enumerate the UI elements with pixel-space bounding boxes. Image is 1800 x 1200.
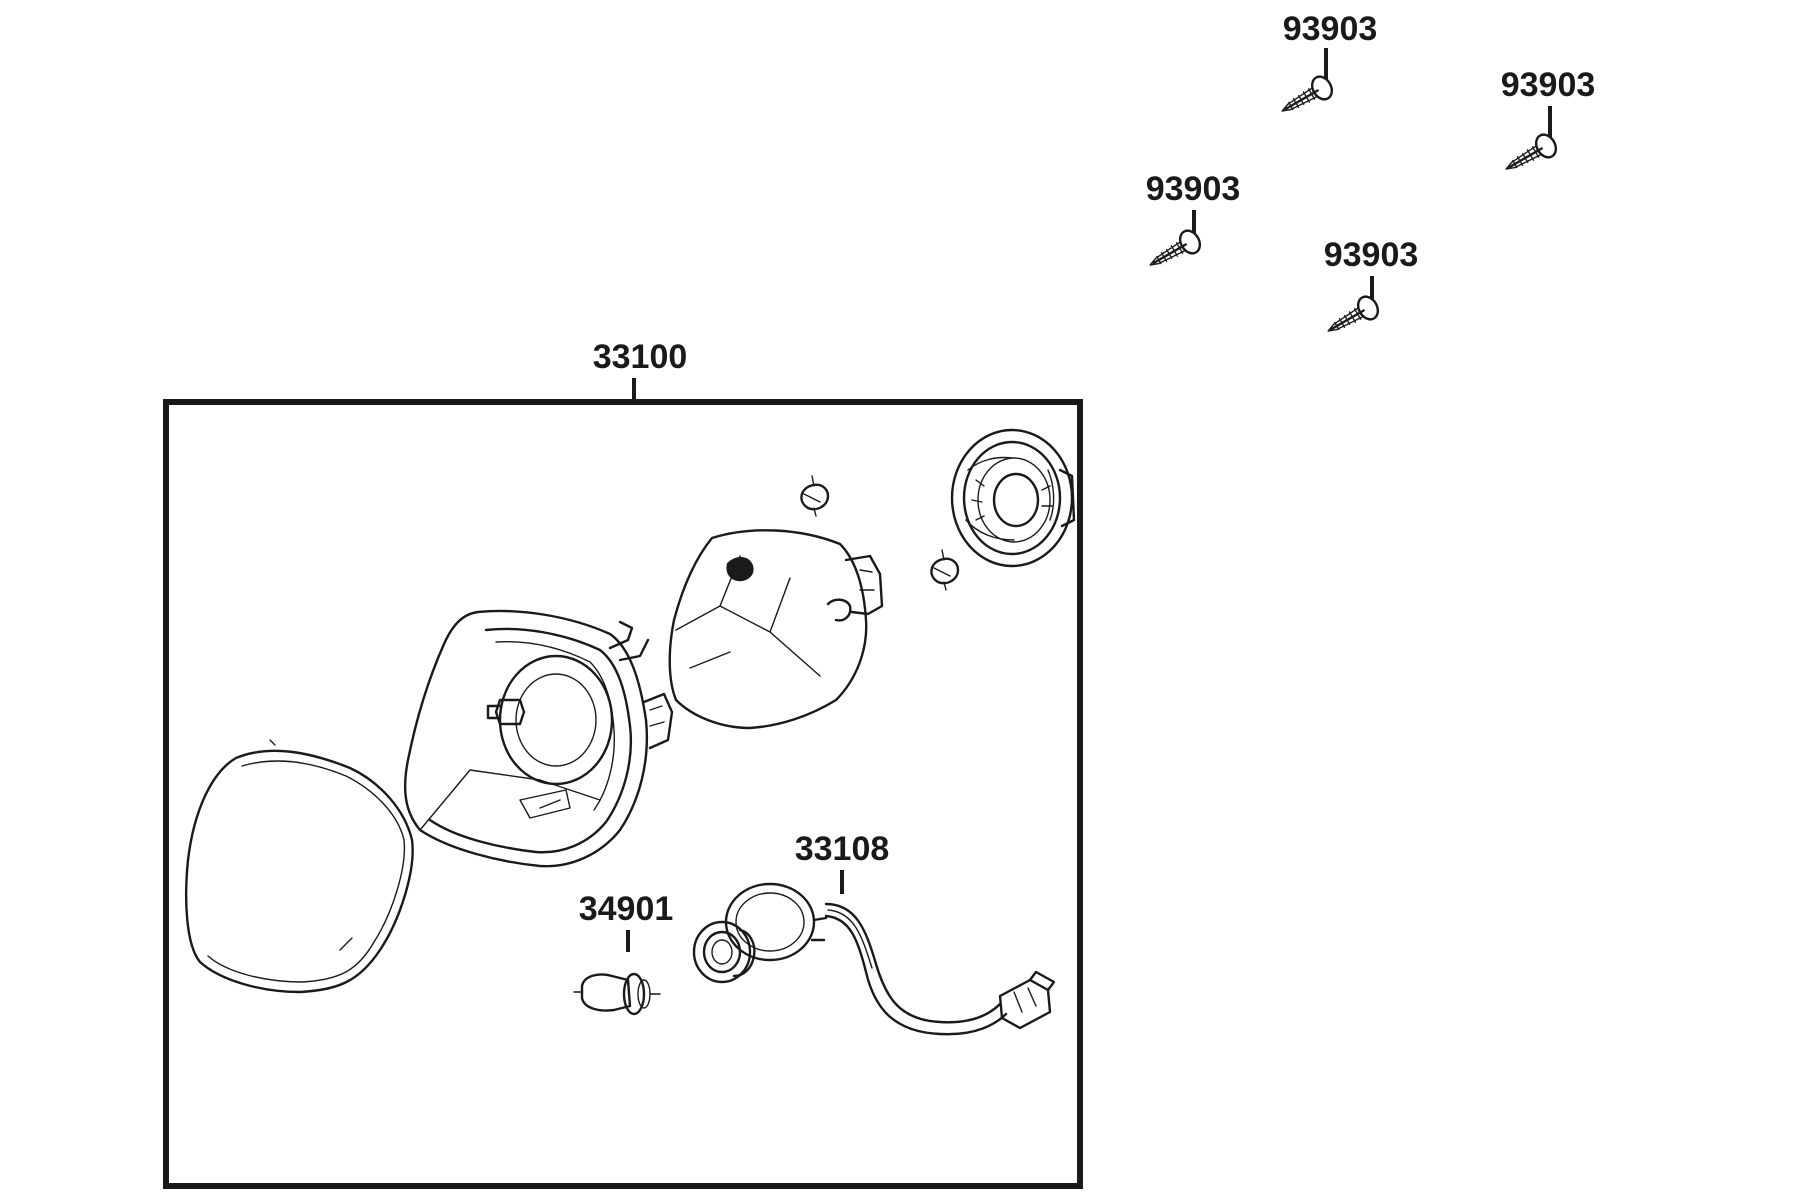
screw-93903-left-label: 93903 [1146, 170, 1241, 208]
headlight-assembly-33100: 33100 [163, 338, 1083, 1189]
socket-harness-33108: 33108 [692, 830, 1056, 1036]
headlight-lens [184, 739, 414, 994]
headlight-housing [403, 609, 674, 868]
bulb-34901-label: 34901 [579, 890, 674, 928]
rear-housing [668, 529, 884, 730]
socket-harness-33108-label: 33108 [795, 830, 890, 868]
screw-93903-top-label: 93903 [1283, 10, 1378, 48]
assembly-frame [163, 399, 1083, 1189]
clip-lower [930, 549, 960, 591]
bulb-34901: 34901 [573, 890, 674, 1016]
screw-93903-bottom: 93903 [1324, 236, 1419, 332]
assembly-33100-label: 33100 [593, 338, 688, 376]
clip-upper [800, 475, 830, 517]
screw-93903-right-label: 93903 [1501, 66, 1596, 104]
screw-93903-right: 93903 [1501, 66, 1596, 170]
dust-cover [950, 428, 1076, 568]
screw-93903-left: 93903 [1146, 170, 1241, 266]
screw-93903-top: 93903 [1281, 10, 1378, 112]
screw-93903-bottom-label: 93903 [1324, 236, 1419, 274]
